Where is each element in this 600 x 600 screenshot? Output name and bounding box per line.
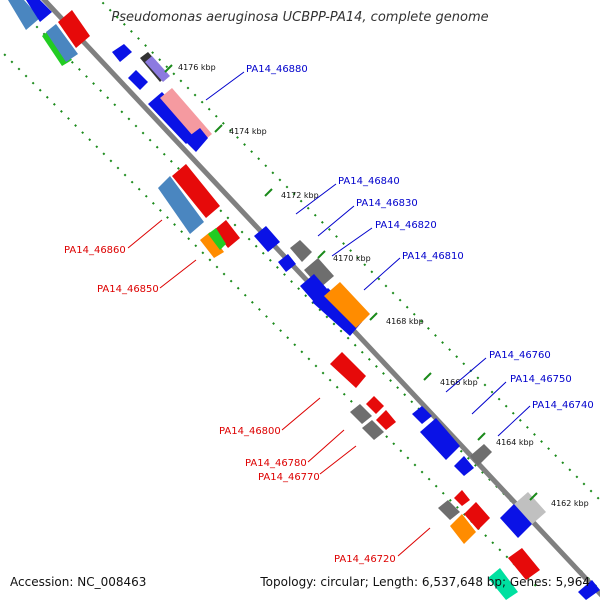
gene-arrow[interactable]	[350, 404, 372, 424]
gene-arrow[interactable]	[450, 514, 476, 544]
gene-arrow[interactable]	[158, 176, 204, 234]
gene-arrow[interactable]	[362, 420, 384, 440]
leader-line	[445, 357, 487, 393]
tick-label-4170: 4170 kbp	[333, 254, 371, 263]
gene-arrow[interactable]	[128, 70, 148, 90]
gene-arrow[interactable]	[324, 282, 370, 328]
gene-arrow[interactable]	[208, 228, 226, 250]
leader-line	[307, 429, 345, 463]
tick-label-4164: 4164 kbp	[496, 438, 534, 447]
gene-label-pa14-46850[interactable]: PA14_46850	[97, 284, 159, 295]
reverse-gene-labels[interactable]: PA14_46860 PA14_46850 PA14_46800 PA14_46…	[64, 219, 431, 565]
tick-mark	[529, 492, 538, 501]
accession-text: Accession: NC_008463	[10, 575, 147, 589]
forward-gene-labels[interactable]: PA14_46880 PA14_46840 PA14_46830 PA14_46…	[205, 64, 594, 437]
gene-label-pa14-46720[interactable]: PA14_46720	[334, 554, 396, 565]
gene-arrow[interactable]	[578, 580, 600, 600]
tick-label-4172: 4172 kbp	[281, 191, 319, 200]
tick-mark	[164, 64, 173, 73]
gene-arrow[interactable]	[454, 456, 474, 476]
gene-label-pa14-46740[interactable]: PA14_46740	[532, 400, 594, 411]
tick-label-4168: 4168 kbp	[386, 317, 424, 326]
gene-arrow[interactable]	[312, 288, 362, 336]
gene-label-pa14-46800[interactable]: PA14_46800	[219, 426, 281, 437]
tick-mark	[264, 188, 273, 197]
gene-arrow[interactable]	[278, 254, 296, 272]
tick-label-4174: 4174 kbp	[229, 127, 267, 136]
gene-arrow[interactable]	[304, 258, 334, 288]
gene-arrow[interactable]	[112, 44, 132, 62]
gene-arrow[interactable]	[376, 410, 396, 430]
tick-mark	[317, 250, 326, 259]
gene-arrow[interactable]	[366, 396, 384, 414]
gene-arrow[interactable]	[8, 0, 40, 30]
gene-label-pa14-46830[interactable]: PA14_46830	[356, 198, 418, 209]
leader-line	[205, 71, 245, 101]
gene-label-pa14-46750[interactable]: PA14_46750	[510, 374, 572, 385]
gene-label-pa14-46780[interactable]: PA14_46780	[245, 458, 307, 469]
gene-arrow[interactable]	[46, 24, 78, 62]
tick-track-inner	[0, 48, 541, 591]
leader-line	[363, 257, 401, 291]
leader-line	[317, 205, 355, 237]
gene-arrow[interactable]	[290, 240, 312, 262]
gene-arrow[interactable]	[200, 232, 224, 258]
reverse-strand-genes[interactable]	[8, 0, 540, 600]
genome-summary-text: Topology: circular; Length: 6,537,648 bp…	[260, 575, 590, 589]
gene-arrow[interactable]	[512, 492, 546, 526]
gene-arrow[interactable]	[488, 568, 518, 600]
gene-arrow[interactable]	[470, 444, 492, 466]
gene-label-pa14-46820[interactable]: PA14_46820	[375, 220, 437, 231]
gene-arrow[interactable]	[412, 406, 432, 424]
gene-arrow[interactable]	[438, 500, 460, 520]
leader-line	[497, 405, 531, 437]
gene-arrow[interactable]	[254, 226, 280, 252]
gene-label-pa14-46860[interactable]: PA14_46860	[64, 245, 126, 256]
gene-arrow[interactable]	[500, 504, 532, 538]
gene-arrow[interactable]	[184, 128, 208, 152]
tick-label-4162: 4162 kbp	[551, 499, 589, 508]
gene-label-pa14-46810[interactable]: PA14_46810	[402, 251, 464, 262]
leader-line	[397, 527, 431, 557]
tick-mark	[214, 124, 223, 133]
leader-line	[471, 381, 507, 415]
gene-arrow[interactable]	[330, 352, 366, 388]
leader-line	[295, 183, 337, 215]
forward-strand-genes[interactable]	[112, 44, 600, 600]
gene-arrow[interactable]	[26, 0, 52, 22]
map-title: Pseudomonas aeruginosa UCBPP-PA14, compl…	[111, 10, 489, 25]
tick-mark	[369, 312, 378, 321]
leader-line	[159, 259, 197, 289]
gene-label-pa14-46770[interactable]: PA14_46770	[258, 472, 320, 483]
tick-mark	[477, 432, 486, 441]
tick-label-4166: 4166 kbp	[440, 378, 478, 387]
gene-arrow[interactable]	[58, 10, 90, 48]
leader-line	[281, 397, 321, 431]
gene-arrow[interactable]	[508, 548, 540, 580]
gene-arrow[interactable]	[145, 56, 170, 82]
leader-line	[319, 445, 357, 475]
gene-label-pa14-46880[interactable]: PA14_46880	[246, 64, 308, 75]
gene-label-pa14-46760[interactable]: PA14_46760	[489, 350, 551, 361]
tick-mark	[423, 372, 432, 381]
leader-line	[331, 227, 373, 257]
leader-line	[127, 219, 163, 249]
gene-arrow[interactable]	[454, 490, 470, 506]
gene-arrow[interactable]	[420, 418, 460, 460]
tick-track-innermost	[98, 0, 600, 502]
gene-label-pa14-46840[interactable]: PA14_46840	[338, 176, 400, 187]
gene-arrow[interactable]	[214, 220, 240, 248]
position-ticks: 4176 kbp 4174 kbp 4172 kbp 4170 kbp 4168…	[164, 63, 589, 508]
tick-label-4176: 4176 kbp	[178, 63, 216, 72]
gene-arrow[interactable]	[464, 502, 490, 530]
gene-arrow[interactable]	[172, 164, 220, 218]
gene-arrow[interactable]	[148, 92, 200, 144]
